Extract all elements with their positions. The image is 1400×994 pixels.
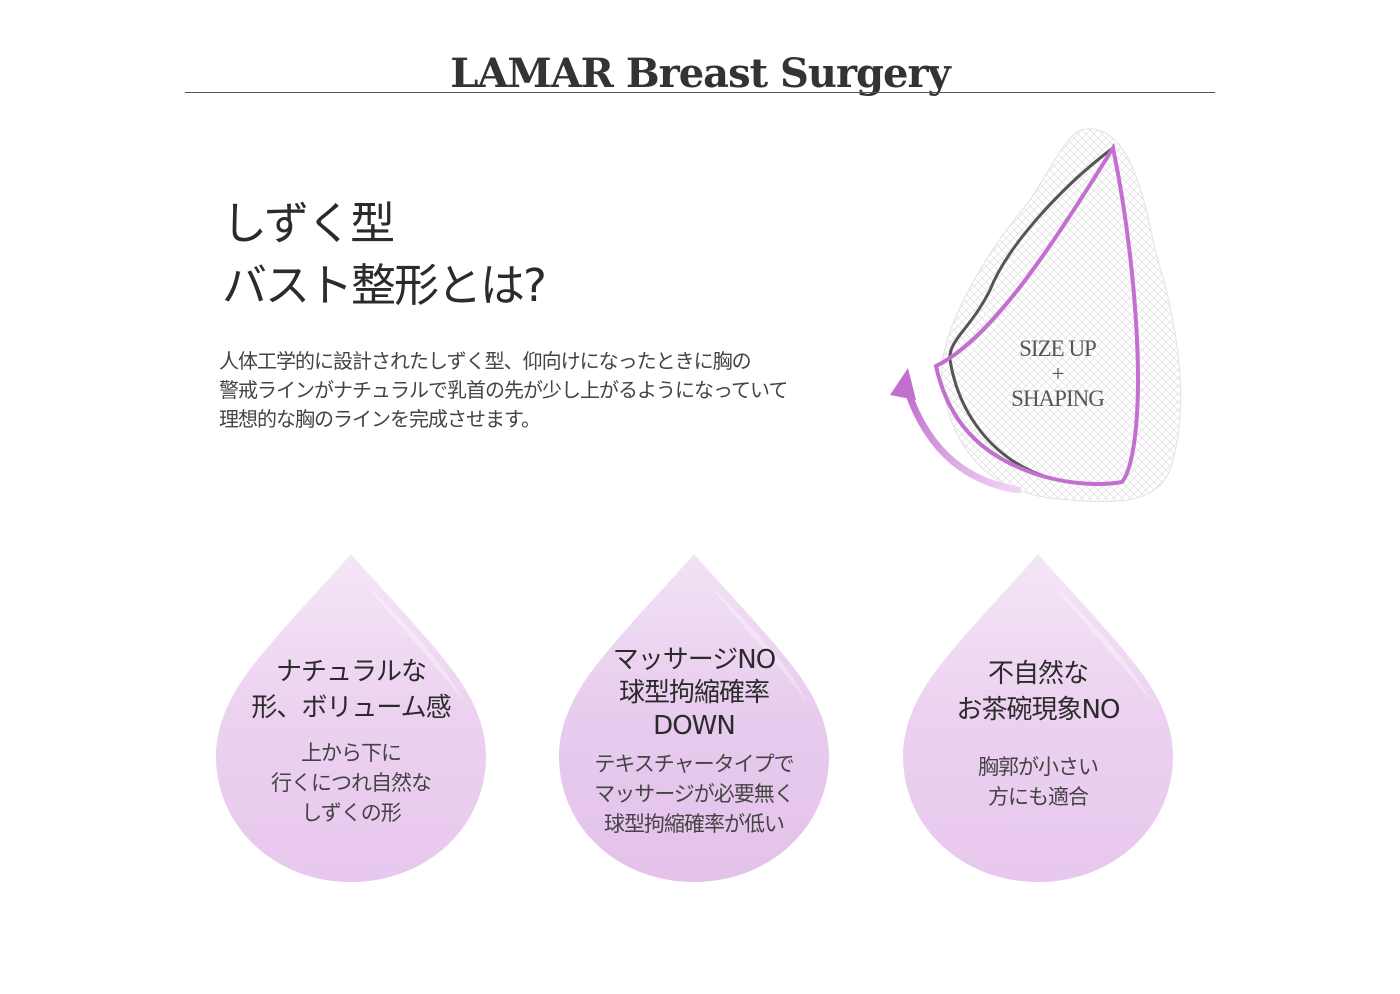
feature-title-line: 不自然な	[987, 659, 1089, 689]
droplet-shape	[216, 554, 486, 882]
feature-title-line: ナチュラルな	[275, 657, 427, 687]
feature-title-line: 球型拘縮確率	[618, 678, 770, 708]
feature-title: マッサージNO 球型拘縮確率 DOWN	[557, 644, 831, 743]
feature-body-line: マッサージが必要無く	[594, 782, 795, 806]
implant-label-line-1: SIZE UP	[1019, 336, 1097, 361]
feature-title: ナチュラルな 形、ボリューム感	[214, 654, 488, 726]
feature-drop-natural-shape: ナチュラルな 形、ボリューム感 上から下に 行くにつれ自然な しずくの形	[214, 552, 488, 884]
title-divider	[185, 92, 1215, 93]
feature-drop-no-massage: マッサージNO 球型拘縮確率 DOWN テキスチャータイプで マッサージが必要無…	[557, 552, 831, 884]
droplet-shape	[559, 554, 829, 882]
feature-body: 胸郭が小さい 方にも適合	[901, 752, 1175, 812]
implant-illustration	[890, 128, 1182, 503]
feature-text: マッサージNO 球型拘縮確率 DOWN テキスチャータイプで マッサージが必要無…	[557, 644, 831, 839]
droplet-shape	[903, 554, 1173, 882]
implant-label-line-3: SHAPING	[1011, 386, 1105, 411]
feature-text: ナチュラルな 形、ボリューム感 上から下に 行くにつれ自然な しずくの形	[214, 654, 488, 828]
feature-body-line: 胸郭が小さい	[978, 755, 1099, 779]
heading-line-1: しずく型	[222, 197, 395, 250]
feature-text: 不自然な お茶碗現象NO 胸郭が小さい 方にも適合	[901, 656, 1175, 812]
feature-body-line: テキスチャータイプで	[594, 752, 794, 776]
feature-title-line: マッサージNO	[612, 645, 776, 675]
feature-title-line: DOWN	[653, 711, 736, 741]
feature-body-line: 行くにつれ自然な	[271, 771, 432, 795]
upward-arrow-curve	[904, 388, 1022, 494]
implant-mesh-shape	[941, 128, 1182, 503]
description-line-1: 人体工学的に設計されたしずく型、仰向けになったときに胸の	[219, 349, 752, 373]
feature-drop-no-bowl-effect: 不自然な お茶碗現象NO 胸郭が小さい 方にも適合	[901, 552, 1175, 884]
description-line-2: 警戒ラインがナチュラルで乳首の先が少し上がるようになっていて	[219, 378, 788, 402]
feature-title-line: 形、ボリューム感	[251, 693, 451, 723]
implant-outline-after	[933, 142, 1141, 486]
section-description: 人体工学的に設計されたしずく型、仰向けになったときに胸の 警戒ラインがナチュラル…	[219, 347, 879, 434]
section-heading: しずく型 バスト整形とは?	[222, 193, 547, 317]
implant-label-line-2: +	[1051, 361, 1065, 386]
description-line-3: 理想的な胸のラインを完成させます。	[219, 407, 541, 431]
page-title: LAMAR Breast Surgery	[450, 50, 951, 97]
feature-body: 上から下に 行くにつれ自然な しずくの形	[214, 738, 488, 828]
feature-body-line: 球型拘縮確率が低い	[604, 812, 785, 836]
feature-title-line: お茶碗現象NO	[956, 695, 1121, 725]
heading-line-2: バスト整形とは?	[222, 259, 547, 312]
upward-arrow-head	[890, 368, 916, 400]
feature-body-line: 方にも適合	[988, 785, 1089, 809]
feature-body: テキスチャータイプで マッサージが必要無く 球型拘縮確率が低い	[557, 749, 831, 839]
feature-body-line: 上から下に	[301, 741, 402, 765]
feature-body-line: しずくの形	[301, 801, 402, 825]
feature-title: 不自然な お茶碗現象NO	[901, 656, 1175, 728]
implant-label: SIZE UP + SHAPING	[985, 336, 1130, 411]
